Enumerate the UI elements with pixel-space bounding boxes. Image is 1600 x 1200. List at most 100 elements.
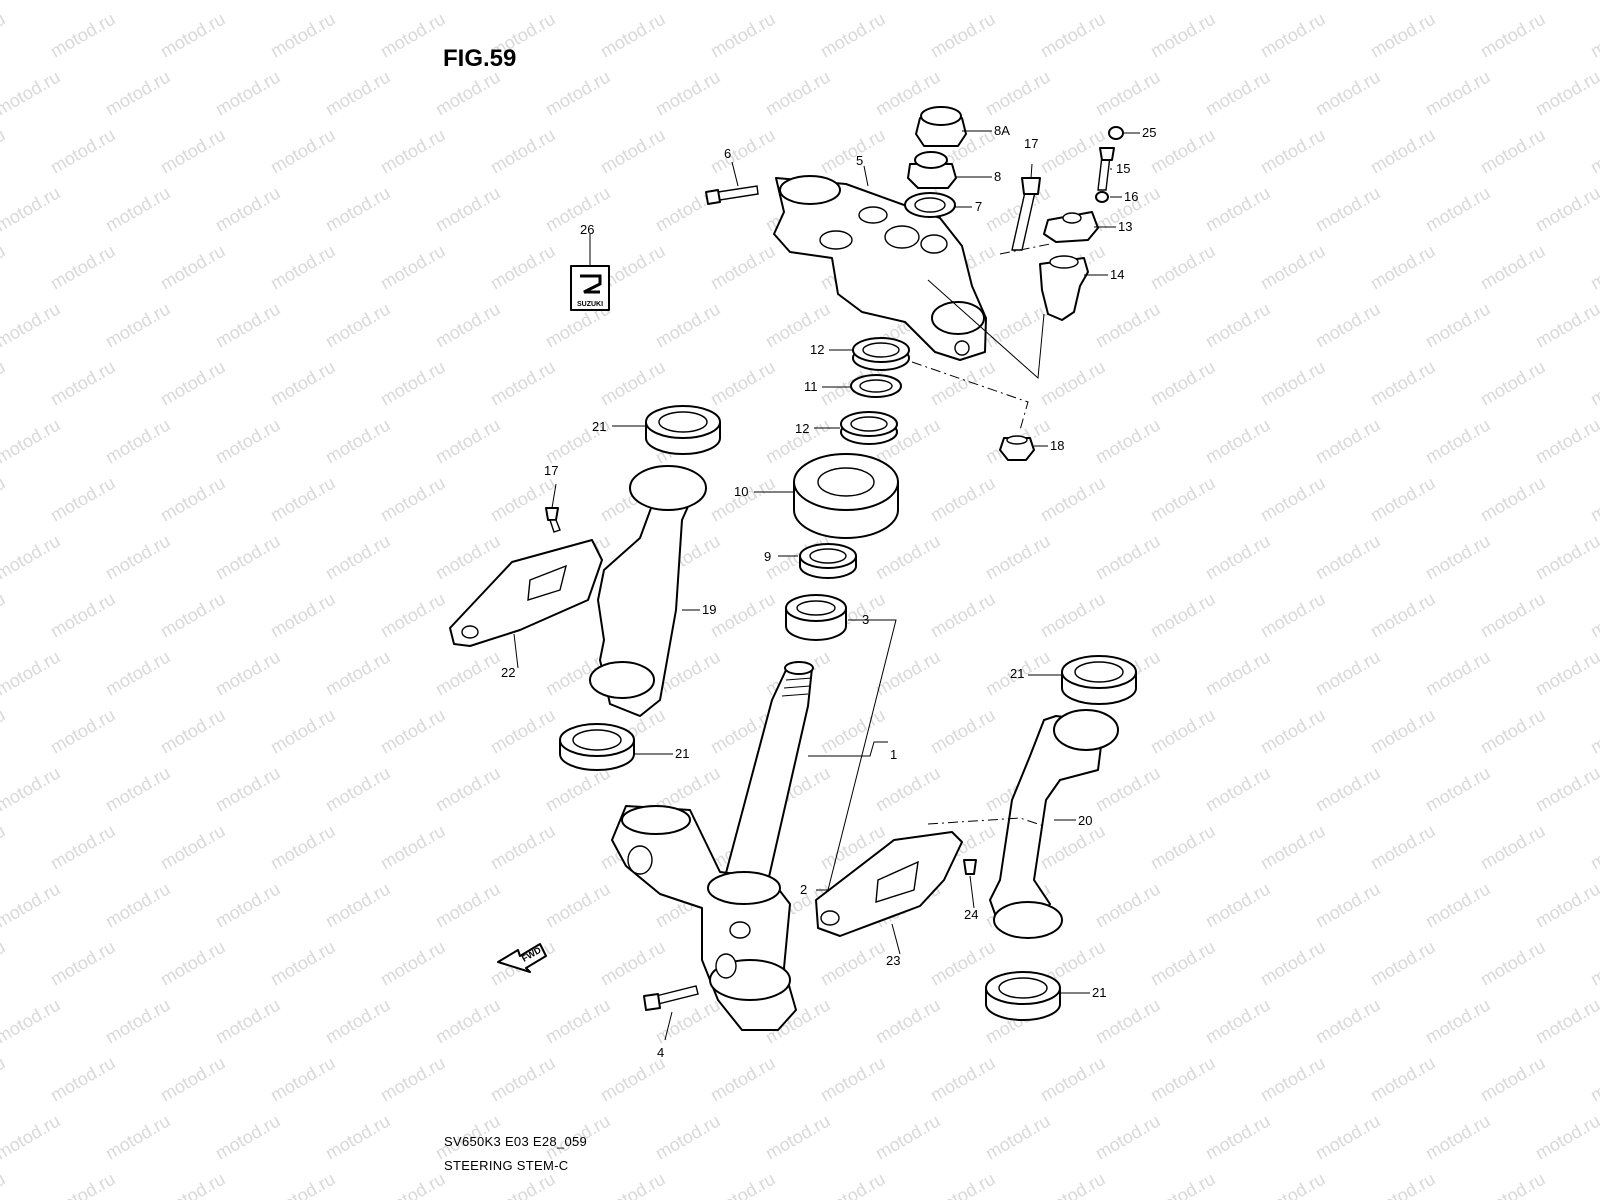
watermark-text: motod.ru — [487, 1169, 559, 1200]
watermark-text: motod.ru — [1532, 183, 1600, 236]
callout-16: 16 — [1124, 189, 1138, 204]
callout-8: 8 — [994, 169, 1001, 184]
watermark-text: motod.ru — [47, 705, 119, 758]
part-21-grommet-lower-left[interactable] — [559, 723, 635, 771]
part-19-cover-left[interactable] — [589, 465, 707, 717]
watermark-text: motod.ru — [1037, 1053, 1109, 1106]
watermark-text: motod.ru — [1147, 705, 1219, 758]
watermark-text: motod.ru — [1587, 1169, 1600, 1200]
watermark-text: motod.ru — [1092, 1111, 1164, 1164]
part-26-emblem[interactable]: SUZUKI — [570, 265, 610, 311]
watermark-text: motod.ru — [1422, 299, 1494, 352]
part-5-upper-bracket[interactable] — [773, 175, 987, 361]
part-18-nut[interactable] — [999, 435, 1035, 461]
watermark-text: motod.ru — [1477, 1169, 1549, 1200]
part-10-dust-seal[interactable] — [793, 453, 899, 539]
watermark-text: motod.ru — [1367, 589, 1439, 642]
part-21-grommet-lower-right[interactable] — [985, 971, 1061, 1021]
watermark-text: motod.ru — [322, 995, 394, 1048]
part-3-bearing[interactable] — [785, 594, 847, 641]
watermark-text: motod.ru — [1147, 821, 1219, 874]
watermark-text: motod.ru — [0, 531, 64, 584]
part-8-nut[interactable] — [907, 151, 957, 189]
part-4-bolt[interactable] — [643, 985, 699, 1011]
part-13-clamp[interactable] — [1043, 211, 1099, 243]
watermark-text: motod.ru — [267, 821, 339, 874]
part-11-washer[interactable] — [850, 374, 902, 398]
watermark-text: motod.ru — [102, 995, 174, 1048]
part-17-bolt-left[interactable] — [545, 507, 561, 533]
callout-8a: 8A — [994, 123, 1010, 138]
watermark-text: motod.ru — [212, 1111, 284, 1164]
part-9-bearing[interactable] — [799, 543, 857, 579]
watermark-text: motod.ru — [1092, 67, 1164, 120]
part-23-bracket-right[interactable] — [815, 831, 963, 937]
part-25-cap[interactable] — [1108, 126, 1124, 140]
watermark-text: motod.ru — [47, 473, 119, 526]
watermark-text: motod.ru — [1147, 9, 1219, 62]
watermark-text: motod.ru — [1532, 763, 1600, 816]
watermark-text: motod.ru — [0, 1053, 9, 1106]
watermark-text: motod.ru — [377, 125, 449, 178]
watermark-text: motod.ru — [982, 67, 1054, 120]
part-24-bolt-right[interactable] — [963, 859, 977, 875]
watermark-text: motod.ru — [322, 183, 394, 236]
part-14-holder[interactable] — [1039, 255, 1089, 321]
watermark-text: motod.ru — [102, 647, 174, 700]
watermark-text: motod.ru — [707, 125, 779, 178]
watermark-text: motod.ru — [1312, 647, 1384, 700]
watermark-text: motod.ru — [157, 357, 229, 410]
watermark-text: motod.ru — [652, 0, 724, 3]
part-22-bracket-left[interactable] — [449, 539, 603, 647]
watermark-text: motod.ru — [0, 473, 9, 526]
watermark-text: motod.ru — [1092, 299, 1164, 352]
watermark-text: motod.ru — [1532, 299, 1600, 352]
callout-17-left: 17 — [544, 463, 558, 478]
part-7-washer[interactable] — [904, 192, 956, 218]
part-16-washer[interactable] — [1095, 191, 1109, 203]
part-6-bolt[interactable] — [705, 185, 759, 205]
watermark-text: motod.ru — [707, 589, 779, 642]
watermark-text: motod.ru — [1202, 763, 1274, 816]
watermark-text: motod.ru — [212, 763, 284, 816]
watermark-text: motod.ru — [102, 415, 174, 468]
watermark-text: motod.ru — [1202, 531, 1274, 584]
part-15-bolt[interactable] — [1097, 147, 1115, 191]
watermark-text: motod.ru — [0, 995, 64, 1048]
watermark-text: motod.ru — [1422, 1111, 1494, 1164]
emblem-text: SUZUKI — [577, 301, 603, 308]
watermark-text: motod.ru — [212, 0, 284, 3]
part-12-locknut-upper[interactable] — [852, 337, 910, 371]
watermark-text: motod.ru — [982, 1111, 1054, 1164]
watermark-text: motod.ru — [1532, 531, 1600, 584]
watermark-text: motod.ru — [1202, 183, 1274, 236]
watermark-text: motod.ru — [157, 241, 229, 294]
watermark-text: motod.ru — [377, 1053, 449, 1106]
watermark-text: motod.ru — [1037, 9, 1109, 62]
part-21-grommet-upper-right[interactable] — [1061, 655, 1137, 705]
watermark-text: motod.ru — [432, 647, 504, 700]
part-12-locknut-lower[interactable] — [840, 411, 898, 445]
watermark-text: motod.ru — [0, 67, 64, 120]
watermark-text: motod.ru — [377, 937, 449, 990]
part-20-cover-right[interactable] — [989, 709, 1119, 939]
part-8a-cap[interactable] — [915, 106, 967, 147]
watermark-text: motod.ru — [927, 473, 999, 526]
watermark-text: motod.ru — [597, 357, 669, 410]
watermark-text: motod.ru — [652, 1111, 724, 1164]
watermark-text: motod.ru — [1257, 821, 1329, 874]
watermark-text: motod.ru — [707, 1053, 779, 1106]
watermark-text: motod.ru — [47, 937, 119, 990]
part-17-bolt-top[interactable] — [1011, 177, 1041, 251]
watermark-text: motod.ru — [47, 125, 119, 178]
watermark-text: motod.ru — [1422, 183, 1494, 236]
callout-12-upper: 12 — [810, 342, 824, 357]
watermark-text: motod.ru — [377, 821, 449, 874]
watermark-text: motod.ru — [1312, 299, 1384, 352]
watermark-text: motod.ru — [0, 1169, 9, 1200]
part-1-steering-stem[interactable] — [611, 661, 814, 1031]
watermark-text: motod.ru — [1422, 0, 1494, 3]
part-21-grommet-upper-left[interactable] — [645, 405, 721, 455]
watermark-text: motod.ru — [47, 241, 119, 294]
